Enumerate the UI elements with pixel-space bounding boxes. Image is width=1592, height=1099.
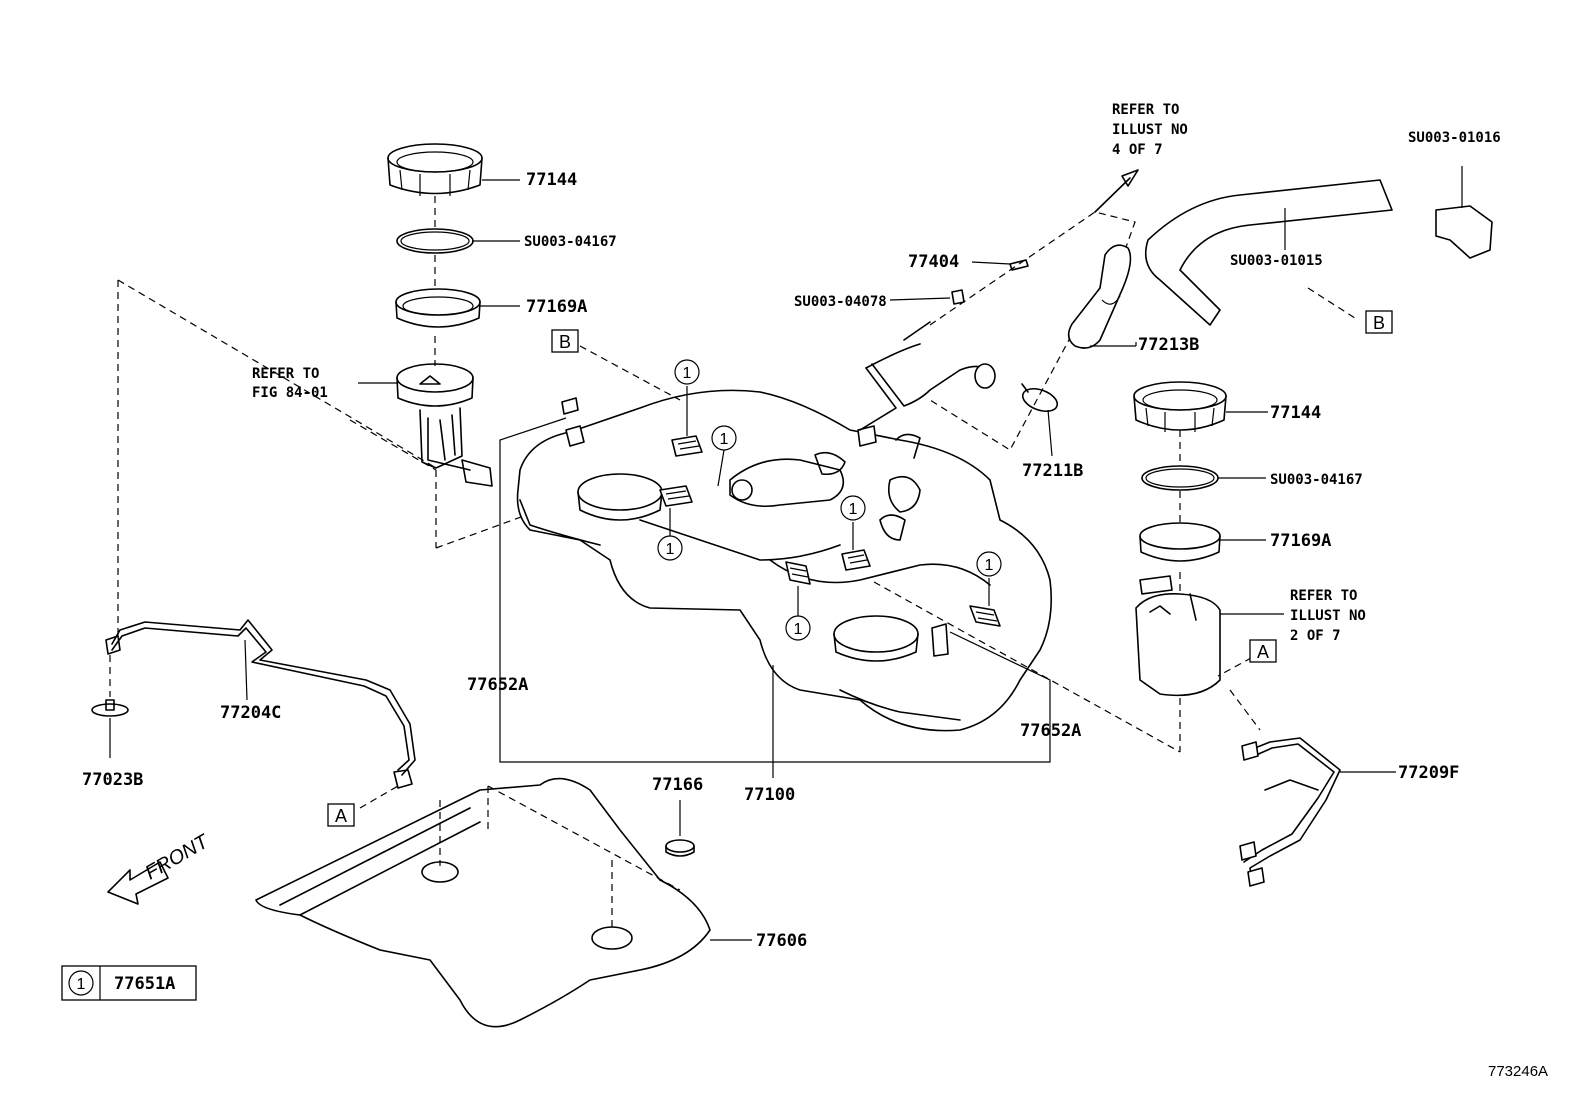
label-77023b: 77023B	[82, 770, 143, 790]
label-su003-04078: SU003-04078	[794, 294, 887, 310]
svg-text:1: 1	[666, 541, 675, 558]
refer-fig-line2: FIG 84-01	[252, 385, 328, 401]
fuel-pump-module-left	[396, 363, 493, 487]
label-su003-04167-left: SU003-04167	[524, 234, 617, 250]
fuel-line-77209F	[1239, 737, 1396, 887]
fuel-tank-77100	[516, 389, 1053, 732]
legend-symbol: 1	[77, 976, 86, 993]
pad-1	[671, 435, 703, 457]
refer-fig-line1: REFER TO	[252, 366, 319, 382]
label-77404: 77404	[908, 252, 959, 272]
figure-code: 773246A	[1488, 1063, 1548, 1080]
svg-text:FRONT: FRONT	[142, 830, 214, 884]
label-77144-left: 77144	[526, 170, 577, 190]
hose-77213B	[1067, 244, 1132, 349]
retainer-ring-left	[387, 143, 483, 196]
label-77652a-right: 77652A	[1020, 721, 1081, 741]
label-su003-04167-right: SU003-04167	[1270, 472, 1363, 488]
shield-SU003-01015	[1144, 179, 1393, 326]
circle-callout-f: 1	[976, 551, 1002, 577]
label-77209f: 77209F	[1398, 763, 1459, 783]
label-77204c: 77204C	[220, 703, 281, 723]
left-pump-stack	[387, 143, 493, 548]
circle-callout-a: 1	[674, 359, 700, 385]
circle-callout-c: 1	[657, 535, 683, 561]
label-77606: 77606	[756, 931, 807, 951]
pad-SU003-01016	[1435, 166, 1493, 259]
tank-bracket	[499, 417, 1051, 763]
callout-box-B-tank: B	[551, 329, 579, 353]
legend-part: 77651A	[114, 974, 175, 994]
refer-illust2-line1: REFER TO	[1290, 588, 1357, 604]
svg-text:B: B	[559, 332, 571, 352]
legend-box: 1 77651A	[61, 965, 197, 1001]
label-77211b: 77211B	[1022, 461, 1083, 481]
callout-circles-1: 1 1 1 1 1 1	[657, 359, 1002, 641]
clamp-77211B	[1021, 383, 1059, 457]
circle-callout-b: 1	[711, 425, 737, 451]
fuel-pump-module-right	[1135, 575, 1221, 697]
filler-pipe	[859, 321, 996, 459]
svg-text:A: A	[335, 806, 347, 826]
svg-text:1: 1	[985, 557, 994, 574]
pad-5	[969, 605, 1001, 627]
circle-callout-e: 1	[840, 495, 866, 521]
callout-box-B-shield: B	[1365, 310, 1393, 334]
label-77169a-right: 77169A	[1270, 531, 1331, 551]
svg-text:1: 1	[794, 621, 803, 638]
right-pump-stack	[1133, 381, 1227, 752]
svg-text:1: 1	[683, 365, 692, 382]
leader-lines	[358, 179, 1284, 615]
grommet-77023B	[91, 699, 129, 758]
pad-2	[659, 485, 693, 507]
label-77144-right: 77144	[1270, 403, 1321, 423]
gasket-left	[395, 288, 481, 328]
label-su003-01016: SU003-01016	[1408, 130, 1501, 146]
refer-illust4-line1: REFER TO	[1112, 102, 1179, 118]
callout-box-A-left: A	[327, 803, 355, 827]
clip-SU003-04078	[889, 289, 965, 305]
svg-text:1: 1	[849, 501, 858, 518]
label-77652a-left: 77652A	[467, 675, 528, 695]
refer-illust2-line3: 2 OF 7	[1290, 628, 1341, 644]
pad-3	[785, 561, 811, 585]
gasket-right	[1139, 522, 1221, 562]
svg-text:B: B	[1373, 313, 1385, 333]
label-77213b: 77213B	[1138, 335, 1199, 355]
grommet-77166	[665, 800, 695, 857]
refer-illust2-line2: ILLUST NO	[1290, 608, 1366, 624]
svg-text:A: A	[1257, 642, 1269, 662]
pad-4	[841, 549, 871, 571]
refer-illust4-line2: ILLUST NO	[1112, 122, 1188, 138]
label-77100: 77100	[744, 785, 795, 805]
label-77169a-left: 77169A	[526, 297, 587, 317]
circle-callout-d: 1	[785, 615, 811, 641]
retainer-ring-right	[1133, 381, 1227, 432]
svg-text:1: 1	[720, 431, 729, 448]
tank-pads	[659, 435, 1001, 627]
refer-illust4-line3: 4 OF 7	[1112, 142, 1163, 158]
callout-box-A-right: A	[1249, 639, 1277, 663]
label-77166: 77166	[652, 775, 703, 795]
under-shield-77606	[255, 777, 752, 1028]
fuel-line-77204C	[105, 619, 416, 789]
front-arrow-icon: FRONT	[107, 830, 214, 905]
label-su003-01015: SU003-01015	[1230, 253, 1323, 269]
